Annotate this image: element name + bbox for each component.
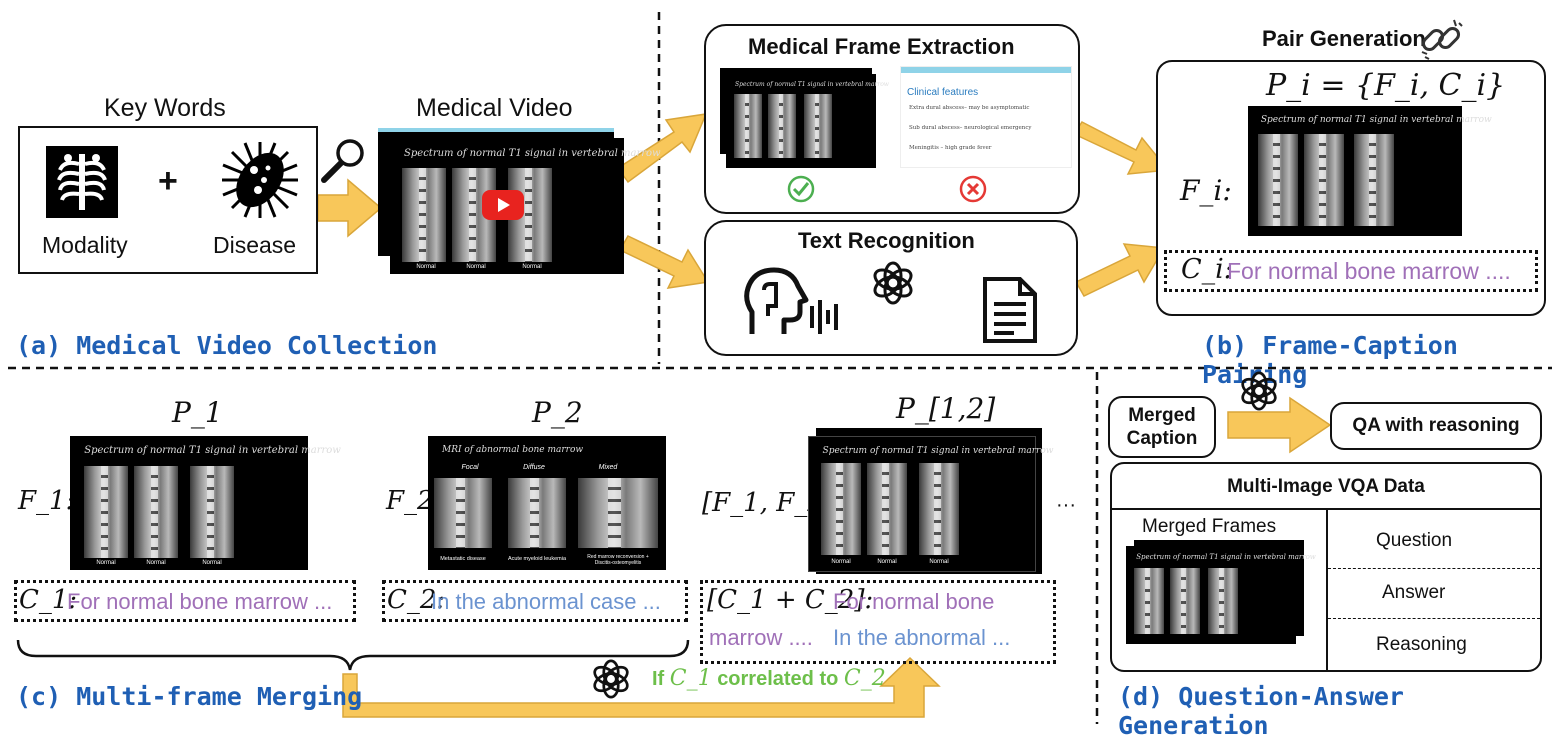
video-frame: Spectrum of normal T1 signal in vertebra… <box>390 138 661 274</box>
youtube-play-icon[interactable] <box>482 190 524 220</box>
pi-formula: P_i = {F_i, C_i} <box>1266 68 1506 103</box>
disease-label: Disease <box>213 232 297 258</box>
extraction-frame: Spectrum of normal T1 signal in vertebra… <box>726 74 889 168</box>
answer-divider <box>1328 618 1540 619</box>
modality-label: Modality <box>42 232 128 258</box>
document-icon <box>982 276 1038 344</box>
question-divider <box>1328 568 1540 569</box>
c2-caption-box: C_2: In the abnormal case ... <box>382 580 688 622</box>
ellipsis: ··· <box>1056 494 1076 516</box>
answer-label: Answer <box>1382 582 1446 603</box>
openai-icon <box>872 261 914 305</box>
merge-brace <box>16 639 690 671</box>
openai-icon <box>592 659 630 699</box>
text-recognition-title: Text Recognition <box>798 228 975 253</box>
text-recognition-box: Text Recognition <box>704 220 1078 356</box>
magnifier-icon <box>318 136 368 186</box>
merged-caption-box: Merged Caption <box>1108 396 1216 458</box>
section-c-title: (c) Multi-frame Merging <box>16 682 363 711</box>
pair-generation-title: Pair Generation <box>1262 26 1426 51</box>
bacteria-icon <box>220 140 300 220</box>
pair-frame: Spectrum of normal T1 signal in vertebra… <box>1248 106 1492 236</box>
arrow-keywords-to-video <box>317 178 383 238</box>
frame-extraction-box: Medical Frame Extraction Spectrum of nor… <box>704 24 1080 214</box>
section-a-title: (a) Medical Video Collection <box>16 331 438 360</box>
link-icon <box>1418 16 1464 62</box>
xray-icon <box>46 146 118 218</box>
vqa-data-box: Multi-Image VQA Data Merged Frames Spect… <box>1110 462 1542 672</box>
p12-label: P_[1,2] <box>896 392 996 425</box>
pair-generation-box: P_i = {F_i, C_i} F_i: Spectrum of normal… <box>1156 60 1546 316</box>
keywords-title: Key Words <box>104 94 226 122</box>
qa-reasoning-label: QA with reasoning <box>1352 415 1520 436</box>
keywords-box: + Modality Disease <box>18 126 318 274</box>
arrow-video-to-recognition <box>618 235 710 289</box>
arrow-caption-to-qa <box>1227 396 1332 454</box>
f1-frame: Spectrum of normal T1 signal in vertebra… <box>70 436 341 570</box>
frame-extraction-title: Medical Frame Extraction <box>748 34 1015 59</box>
speaking-head-icon <box>742 266 844 338</box>
fi-label: F_i: <box>1180 174 1232 207</box>
vqa-frame: Spectrum of normal T1 signal in vertebra… <box>1126 546 1316 644</box>
f2-frame: MRI of abnormal bone marrow Focal Diffus… <box>428 436 666 570</box>
openai-icon <box>1240 371 1278 411</box>
c12-caption-box: [C_1 + C_2]: For normal bone marrow ....… <box>700 580 1056 664</box>
section-d-title: (d) Question-Answer Generation <box>1118 682 1404 740</box>
p1-label: P_1 <box>172 396 223 429</box>
c1-caption-box: C_1: For normal bone marrow ... <box>14 580 356 622</box>
merge-condition: If C_1 correlated to C_2 <box>652 666 886 691</box>
arrow-merge-path <box>342 656 941 718</box>
f1-label: F_1: <box>18 486 75 516</box>
vqa-title-divider <box>1112 508 1540 510</box>
video-title: Medical Video <box>416 94 573 122</box>
section-b-title: (b) Frame-Caption Pairing <box>1202 331 1458 389</box>
arrow-recognition-to-pair <box>1074 243 1166 297</box>
plus-sign: + <box>158 162 178 200</box>
vqa-data-title: Multi-Image VQA Data <box>1227 476 1425 497</box>
ci-caption-box: C_i: For normal bone marrow .... <box>1164 250 1538 292</box>
merged-frame: Spectrum of normal T1 signal in vertebra… <box>808 436 1053 572</box>
merged-frames-label: Merged Frames <box>1142 516 1277 537</box>
vqa-column-divider <box>1326 510 1328 670</box>
arrow-video-to-extraction <box>616 113 708 184</box>
reasoning-label: Reasoning <box>1376 634 1467 655</box>
p2-label: P_2 <box>532 396 583 429</box>
clinical-slide: Clinical features Extra dural abscess– m… <box>900 66 1072 168</box>
arrow-extraction-to-pair <box>1072 121 1170 175</box>
question-label: Question <box>1376 530 1453 551</box>
merged-caption-label: Merged Caption <box>1126 405 1198 449</box>
cross-icon <box>958 174 988 204</box>
check-icon <box>786 174 816 204</box>
qa-reasoning-box: QA with reasoning <box>1330 402 1542 450</box>
